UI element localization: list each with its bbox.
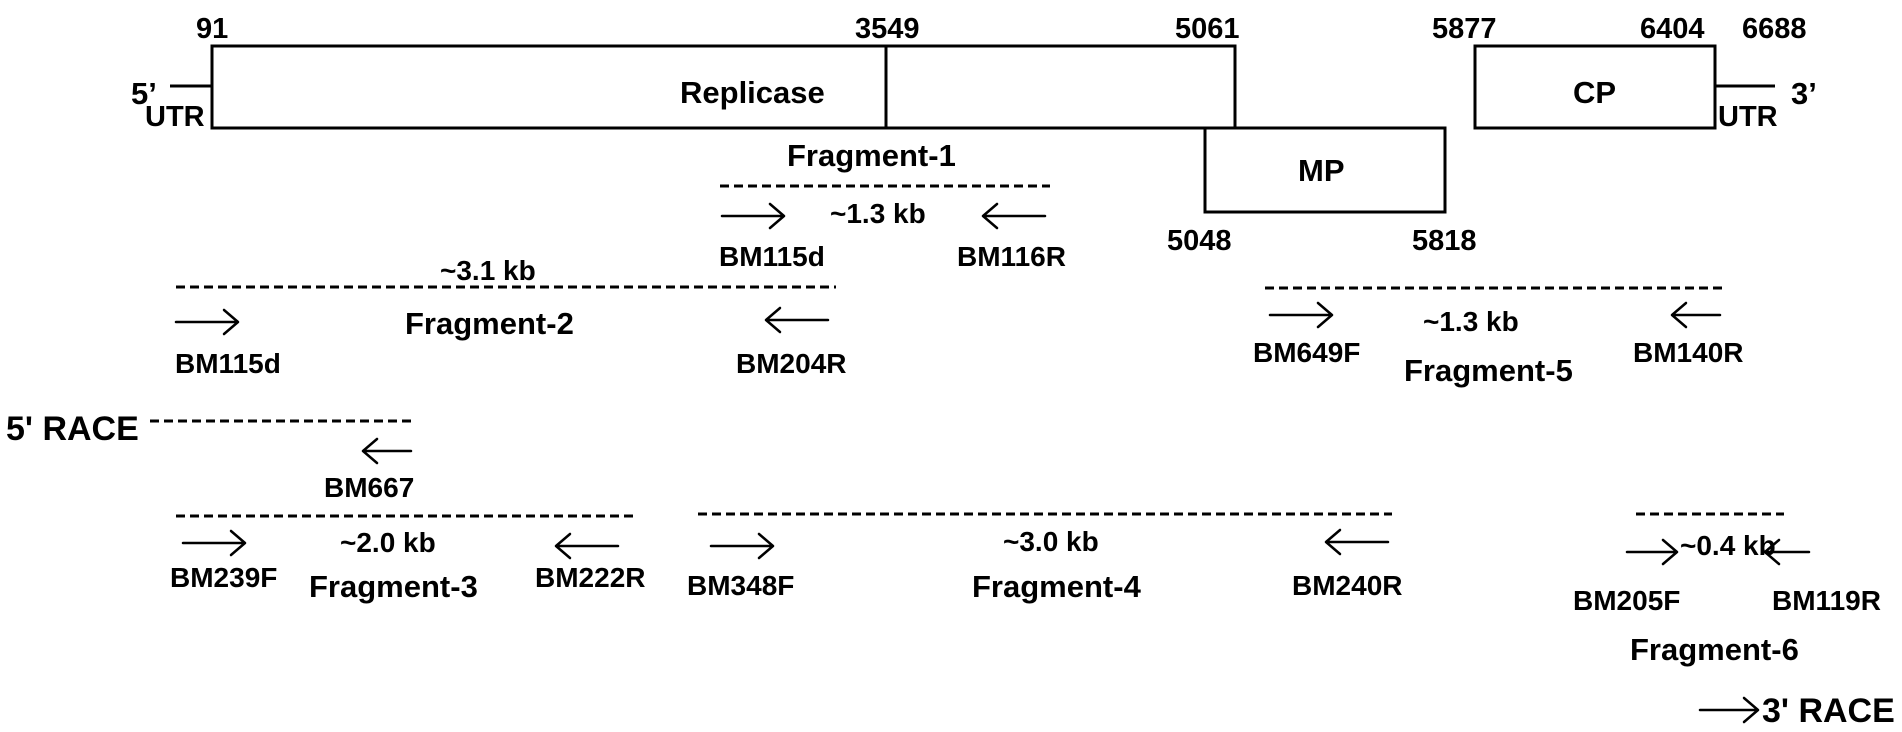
fragment-5-reverse-primer: BM140R bbox=[1633, 337, 1743, 368]
fragment-4-reverse-primer: BM240R bbox=[1292, 570, 1402, 601]
orf-mp-label: MP bbox=[1298, 153, 1345, 188]
orf-replicase-label: Replicase bbox=[680, 75, 825, 110]
fragment-5-forward-arrow-icon bbox=[1268, 301, 1334, 329]
fragment-2-forward-arrow-icon bbox=[174, 308, 240, 336]
fragment-6-forward-arrow-icon bbox=[1625, 538, 1679, 566]
fragment-6-reverse-primer: BM119R bbox=[1772, 585, 1881, 616]
fragment-5-name: Fragment-5 bbox=[1404, 353, 1573, 388]
utr5-end-label: 5’ bbox=[131, 76, 157, 111]
fragment-1-forward-primer: BM115d bbox=[719, 241, 825, 272]
orf-cp-label: CP bbox=[1573, 75, 1616, 110]
fragment-5: ~1.3 kb BM649F BM140R Fragment-5 bbox=[1253, 286, 1743, 388]
fragment-6-size: ~0.4 kb bbox=[1680, 530, 1776, 561]
fragment-3-reverse-primer: BM222R bbox=[535, 562, 645, 593]
fragment-1-reverse-primer: BM116R bbox=[957, 241, 1066, 272]
fragment-6: ~0.4 kb BM205F BM119R Fragment-6 bbox=[1573, 512, 1881, 667]
race-5: 5' RACE BM667 bbox=[6, 410, 414, 503]
fragment-1-size: ~1.3 kb bbox=[830, 198, 926, 229]
fragment-3-size: ~2.0 kb bbox=[340, 527, 436, 558]
fragment-4-forward-primer: BM348F bbox=[687, 570, 794, 601]
utr3-label: UTR bbox=[1718, 101, 1778, 133]
race-3-label: 3' RACE bbox=[1762, 692, 1895, 730]
race-5-reverse-arrow-icon bbox=[361, 437, 413, 465]
fragment-5-forward-primer: BM649F bbox=[1253, 337, 1360, 368]
fragment-3: ~2.0 kb BM239F Fragment-3 BM222R bbox=[170, 514, 645, 604]
fragment-1-forward-arrow-icon bbox=[720, 202, 786, 230]
fragment-4-reverse-arrow-icon bbox=[1324, 528, 1390, 556]
fragment-3-forward-arrow-icon bbox=[181, 529, 247, 557]
fragment-1-reverse-arrow-icon bbox=[981, 202, 1047, 230]
position-91: 91 bbox=[196, 13, 228, 45]
mp-box bbox=[1203, 126, 1447, 214]
fragment-1-name: Fragment-1 bbox=[787, 138, 956, 173]
fragment-2-size: ~3.1 kb bbox=[440, 255, 536, 286]
position-5048: 5048 bbox=[1167, 225, 1232, 257]
fragment-6-name: Fragment-6 bbox=[1630, 632, 1799, 667]
fragment-2-reverse-primer: BM204R bbox=[736, 348, 846, 379]
fragment-4: ~3.0 kb BM348F Fragment-4 BM240R bbox=[687, 512, 1402, 604]
fragment-5-reverse-arrow-icon bbox=[1670, 301, 1722, 329]
fragment-4-name: Fragment-4 bbox=[972, 569, 1142, 604]
position-6688: 6688 bbox=[1742, 13, 1807, 45]
race-5-label: 5' RACE bbox=[6, 410, 139, 448]
race-3: 3' RACE bbox=[1698, 692, 1895, 730]
utr5-label: UTR bbox=[145, 101, 205, 133]
fragment-1: Fragment-1 ~1.3 kb BM115d BM116R bbox=[719, 138, 1066, 272]
fragment-2: ~3.1 kb Fragment-2 BM115d BM204R bbox=[174, 255, 846, 379]
fragment-2-name: Fragment-2 bbox=[405, 306, 574, 341]
position-5818: 5818 bbox=[1412, 225, 1477, 257]
fragment-3-reverse-arrow-icon bbox=[554, 532, 620, 560]
position-6404: 6404 bbox=[1640, 13, 1705, 45]
fragment-5-size: ~1.3 kb bbox=[1423, 306, 1519, 337]
fragment-4-forward-arrow-icon bbox=[709, 532, 775, 560]
fragment-3-forward-primer: BM239F bbox=[170, 562, 277, 593]
race-3-forward-arrow-icon bbox=[1698, 696, 1760, 724]
replicase-box-right bbox=[884, 44, 1237, 130]
fragment-6-forward-primer: BM205F bbox=[1573, 585, 1680, 616]
position-5877: 5877 bbox=[1432, 13, 1497, 45]
fragment-6-reverse-arrow-icon bbox=[1763, 538, 1811, 566]
fragment-2-reverse-arrow-icon bbox=[764, 306, 830, 334]
position-3549: 3549 bbox=[855, 13, 920, 45]
fragment-3-name: Fragment-3 bbox=[309, 569, 478, 604]
replicase-box-left bbox=[210, 44, 888, 130]
position-5061: 5061 bbox=[1175, 13, 1240, 45]
fragment-2-forward-primer: BM115d bbox=[175, 348, 281, 379]
genome-track bbox=[170, 44, 1775, 214]
utr3-end-label: 3’ bbox=[1791, 76, 1817, 111]
race-5-primer: BM667 bbox=[324, 472, 414, 503]
fragment-4-size: ~3.0 kb bbox=[1003, 526, 1099, 557]
